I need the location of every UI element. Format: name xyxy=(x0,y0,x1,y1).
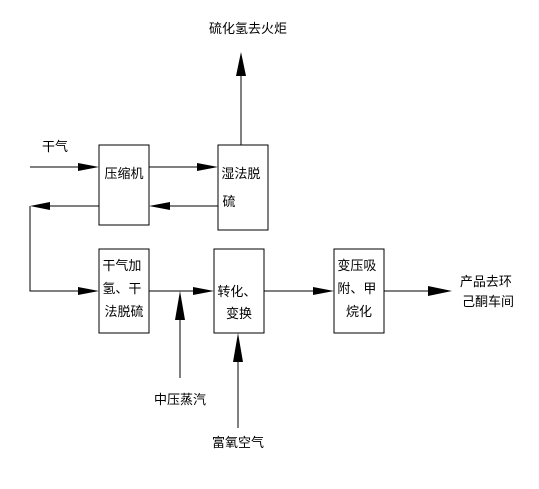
product-out-arrow xyxy=(384,286,452,296)
hydro-dry-desulfurization-label-line-1: 干气加 xyxy=(102,258,141,274)
hydro-desulf-to-conversion-arrow xyxy=(149,287,214,295)
svg-text:转化、 变换: 转化、 变换 xyxy=(217,285,260,322)
svg-text:干气加 氢、干 法脱硫: 干气加 氢、干 法脱硫 xyxy=(102,258,145,320)
oxygen-rich-air-arrow xyxy=(233,333,243,428)
conversion-label-line-2: 变换 xyxy=(226,306,252,322)
wet-desulf-to-compressor-arrow xyxy=(149,202,218,210)
product-label-line-2: 己酮车间 xyxy=(462,294,514,310)
compressor-outlet-loop-arrow xyxy=(29,202,99,295)
dry-gas-feed-arrow xyxy=(30,163,99,171)
psa-methanation-block: 变压吸 附、甲 烷化 xyxy=(333,248,385,334)
svg-text:湿法脱 硫: 湿法脱 硫 xyxy=(221,167,264,210)
mid-pressure-steam-label: 中压蒸汽 xyxy=(154,393,206,408)
conversion-block: 转化、 变换 xyxy=(213,248,265,334)
svg-text:压缩机: 压缩机 xyxy=(104,166,143,182)
wet-desulfurization-label-line-1: 湿法脱 xyxy=(221,167,260,182)
dry-gas-label: 干气 xyxy=(42,139,68,155)
compressor-block: 压缩机 xyxy=(98,144,150,226)
hydro-dry-desulfurization-label-line-2: 氢、干 xyxy=(102,282,141,297)
psa-methanation-label-line-3: 烷化 xyxy=(346,305,372,320)
psa-methanation-label-line-1: 变压吸 xyxy=(337,258,376,274)
compressor-label-line-1: 压缩机 xyxy=(104,166,143,182)
hydro-dry-desulfurization-label-line-3: 法脱硫 xyxy=(104,305,143,320)
compressor-to-wet-desulf-arrow xyxy=(149,163,218,171)
psa-methanation-label-line-2: 附、甲 xyxy=(337,282,376,297)
conversion-to-psa-arrow xyxy=(264,287,334,295)
svg-text:变压吸 附、甲 烷化: 变压吸 附、甲 烷化 xyxy=(337,258,380,320)
conversion-label-line-1: 转化、 xyxy=(217,285,256,300)
svg-text:产品去环 己酮车间: 产品去环 己酮车间 xyxy=(460,275,516,310)
product-label-line-1: 产品去环 xyxy=(460,275,512,290)
h2s-to-flare-arrow xyxy=(236,52,246,145)
mid-pressure-steam-arrow xyxy=(175,291,185,378)
hydro-dry-desulfurization-block: 干气加 氢、干 法脱硫 xyxy=(98,248,150,334)
wet-desulfurization-label-line-2: 硫 xyxy=(222,195,235,210)
oxygen-rich-air-label: 富氧空气 xyxy=(212,435,264,451)
wet-desulfurization-block: 湿法脱 硫 xyxy=(217,144,269,231)
h2s-flare-label: 硫化氢去火炬 xyxy=(209,22,287,37)
